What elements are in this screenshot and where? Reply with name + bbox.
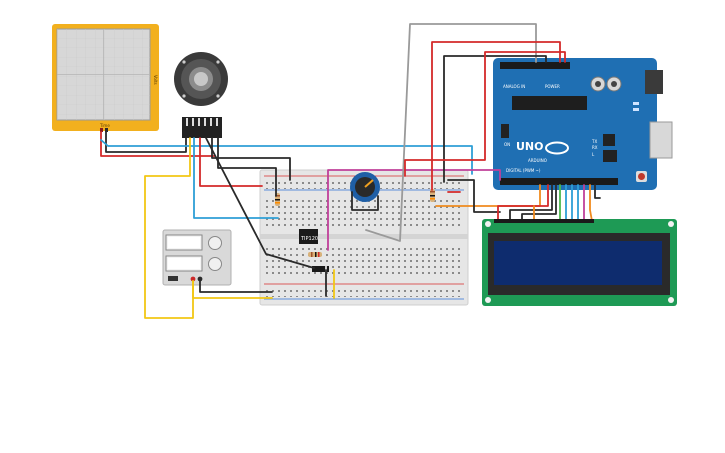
psu-positive-terminal[interactable] <box>190 276 196 282</box>
resistor-2 <box>308 252 322 257</box>
lcd-header <box>494 219 594 223</box>
digital-label: DIGITAL (PWM ~) <box>506 168 541 173</box>
tx-label: TX <box>591 139 597 144</box>
wire-black[interactable] <box>105 131 187 153</box>
psu-voltage-knob[interactable] <box>208 236 222 250</box>
terminal-strip-bottom <box>266 244 462 277</box>
transistor-tip120: TIP120 <box>299 229 318 244</box>
dc-motor-encoder[interactable] <box>174 52 228 138</box>
atmega-chip <box>512 96 587 110</box>
arduino-uno[interactable]: ANALOG IN POWER UNO ARDUINO DIGITAL (PWM… <box>493 58 673 190</box>
scope-time-label: Time <box>99 123 110 128</box>
transistor-body <box>299 229 318 244</box>
header-bottom <box>500 178 618 185</box>
lcd-mount-hole <box>668 297 674 303</box>
icsp-header <box>501 124 509 138</box>
usb-chip <box>603 134 615 146</box>
diode <box>312 266 329 272</box>
wire-yellow[interactable] <box>144 137 194 319</box>
bottom-power-rail <box>266 286 462 297</box>
power-label: POWER <box>545 84 560 89</box>
wire-magenta[interactable] <box>327 169 501 251</box>
potentiometer[interactable] <box>350 172 380 202</box>
lcd-mount-hole <box>485 221 491 227</box>
lcd-16x2 <box>482 219 677 306</box>
wire-red[interactable] <box>404 51 566 177</box>
wire-yellow[interactable] <box>192 280 273 299</box>
psu-switch[interactable] <box>168 276 178 281</box>
wire-red[interactable] <box>497 184 549 222</box>
scope-probe-pin[interactable] <box>100 128 103 132</box>
uno-label: UNO <box>516 140 544 153</box>
lcd-mount-hole <box>668 221 674 227</box>
analog-in-label: ANALOG IN <box>503 84 525 89</box>
wire-black[interactable] <box>351 191 379 211</box>
lcd-mount-hole <box>485 297 491 303</box>
wire-orange[interactable] <box>589 184 593 222</box>
motor-shaft <box>194 72 208 86</box>
lcd-screen <box>494 241 662 285</box>
wire-gray[interactable] <box>365 23 537 242</box>
barrel-jack <box>645 70 663 94</box>
on-led-label: ON <box>504 142 510 147</box>
wire-black[interactable] <box>443 55 547 183</box>
center-channel <box>260 234 468 239</box>
wire-red[interactable] <box>199 137 263 187</box>
resistor-3 <box>430 189 435 202</box>
wire-black[interactable] <box>199 280 273 293</box>
wire-black[interactable] <box>521 184 557 222</box>
usb-port <box>649 121 673 159</box>
l-led-label: L <box>592 152 595 157</box>
rx-label: RX <box>592 145 598 150</box>
psu-current-knob[interactable] <box>208 257 222 271</box>
digital-header-top <box>500 62 570 69</box>
oscilloscope[interactable]: Volts Time <box>52 24 159 132</box>
wires <box>100 23 601 319</box>
icsp-header-2 <box>603 150 617 162</box>
wire-blue[interactable] <box>100 139 473 175</box>
arduino-brand-text: ARDUINO <box>528 158 547 163</box>
psu-negative-terminal[interactable] <box>197 276 203 282</box>
transistor-label: TIP120 <box>300 236 318 242</box>
wire-black[interactable] <box>594 184 601 199</box>
scope-volts-label: Volts <box>153 75 158 85</box>
wire-black[interactable] <box>211 137 291 181</box>
wire-black[interactable] <box>205 137 315 269</box>
wire-blue[interactable] <box>193 137 279 219</box>
arduino-logo <box>545 141 569 155</box>
wire-black[interactable] <box>217 137 277 197</box>
wire-black[interactable] <box>447 179 501 213</box>
power-supply[interactable] <box>162 229 232 286</box>
scope-ground-pin[interactable] <box>105 128 108 132</box>
wire-black[interactable] <box>509 184 553 222</box>
